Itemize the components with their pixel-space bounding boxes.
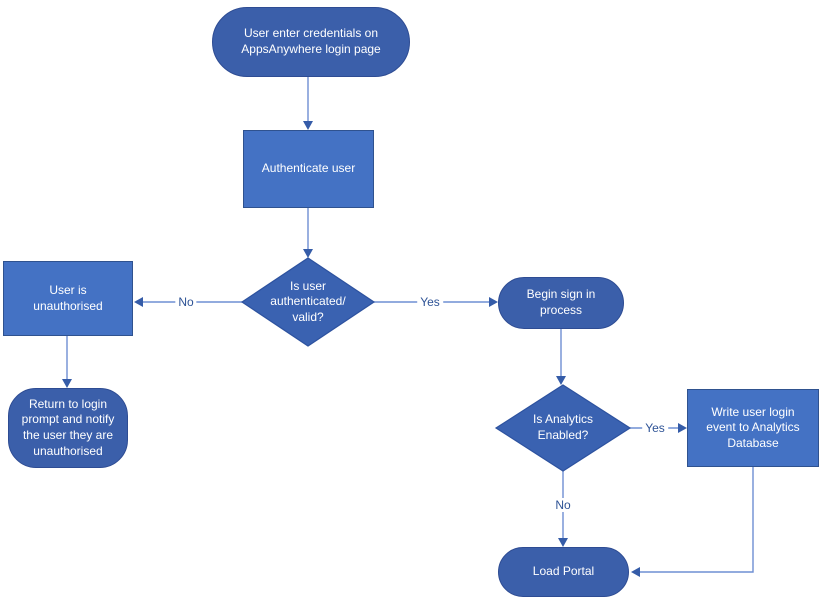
- arrowhead-right-icon: [489, 297, 498, 307]
- arrowhead-down-icon: [62, 379, 72, 388]
- arrowhead-left-icon: [134, 297, 143, 307]
- edge-label-no-portal: No: [552, 498, 574, 512]
- arrowhead-down-icon: [556, 376, 566, 385]
- arrowhead-down-icon: [303, 249, 313, 258]
- node-begin-signin-label: Begin sign in process: [526, 287, 596, 317]
- node-write-event: Write user login event to Analytics Data…: [687, 389, 819, 467]
- node-load-portal: Load Portal: [498, 547, 629, 597]
- edge-label-yes-write: Yes: [642, 421, 668, 435]
- edge-label-no-unauthorised: No: [175, 295, 197, 309]
- node-return-login-label: Return to login prompt and notify the us…: [21, 396, 115, 458]
- arrowhead-left-icon: [631, 567, 640, 577]
- node-unauthorised-label: User is unauthorised: [33, 282, 103, 313]
- node-unauthorised: User is unauthorised: [3, 261, 133, 336]
- node-authenticate-label: Authenticate user: [261, 161, 356, 176]
- node-start-label: User enter credentials on AppsAnywhere l…: [241, 26, 381, 56]
- decision-analytics-enabled: [494, 384, 632, 472]
- node-authenticate: Authenticate user: [243, 130, 374, 208]
- node-return-login: Return to login prompt and notify the us…: [8, 388, 128, 468]
- edge-label-yes-begin: Yes: [417, 295, 443, 309]
- arrowhead-down-icon: [303, 121, 313, 130]
- node-begin-signin: Begin sign in process: [498, 277, 624, 329]
- node-write-event-label: Write user login event to Analytics Data…: [706, 404, 800, 450]
- arrowhead-right-icon: [678, 423, 687, 433]
- arrowhead-down-icon: [558, 538, 568, 547]
- edge-write-portal: [640, 467, 754, 573]
- node-load-portal-label: Load Portal: [532, 564, 595, 579]
- decision-is-authenticated: [240, 257, 376, 347]
- node-start: User enter credentials on AppsAnywhere l…: [212, 7, 410, 77]
